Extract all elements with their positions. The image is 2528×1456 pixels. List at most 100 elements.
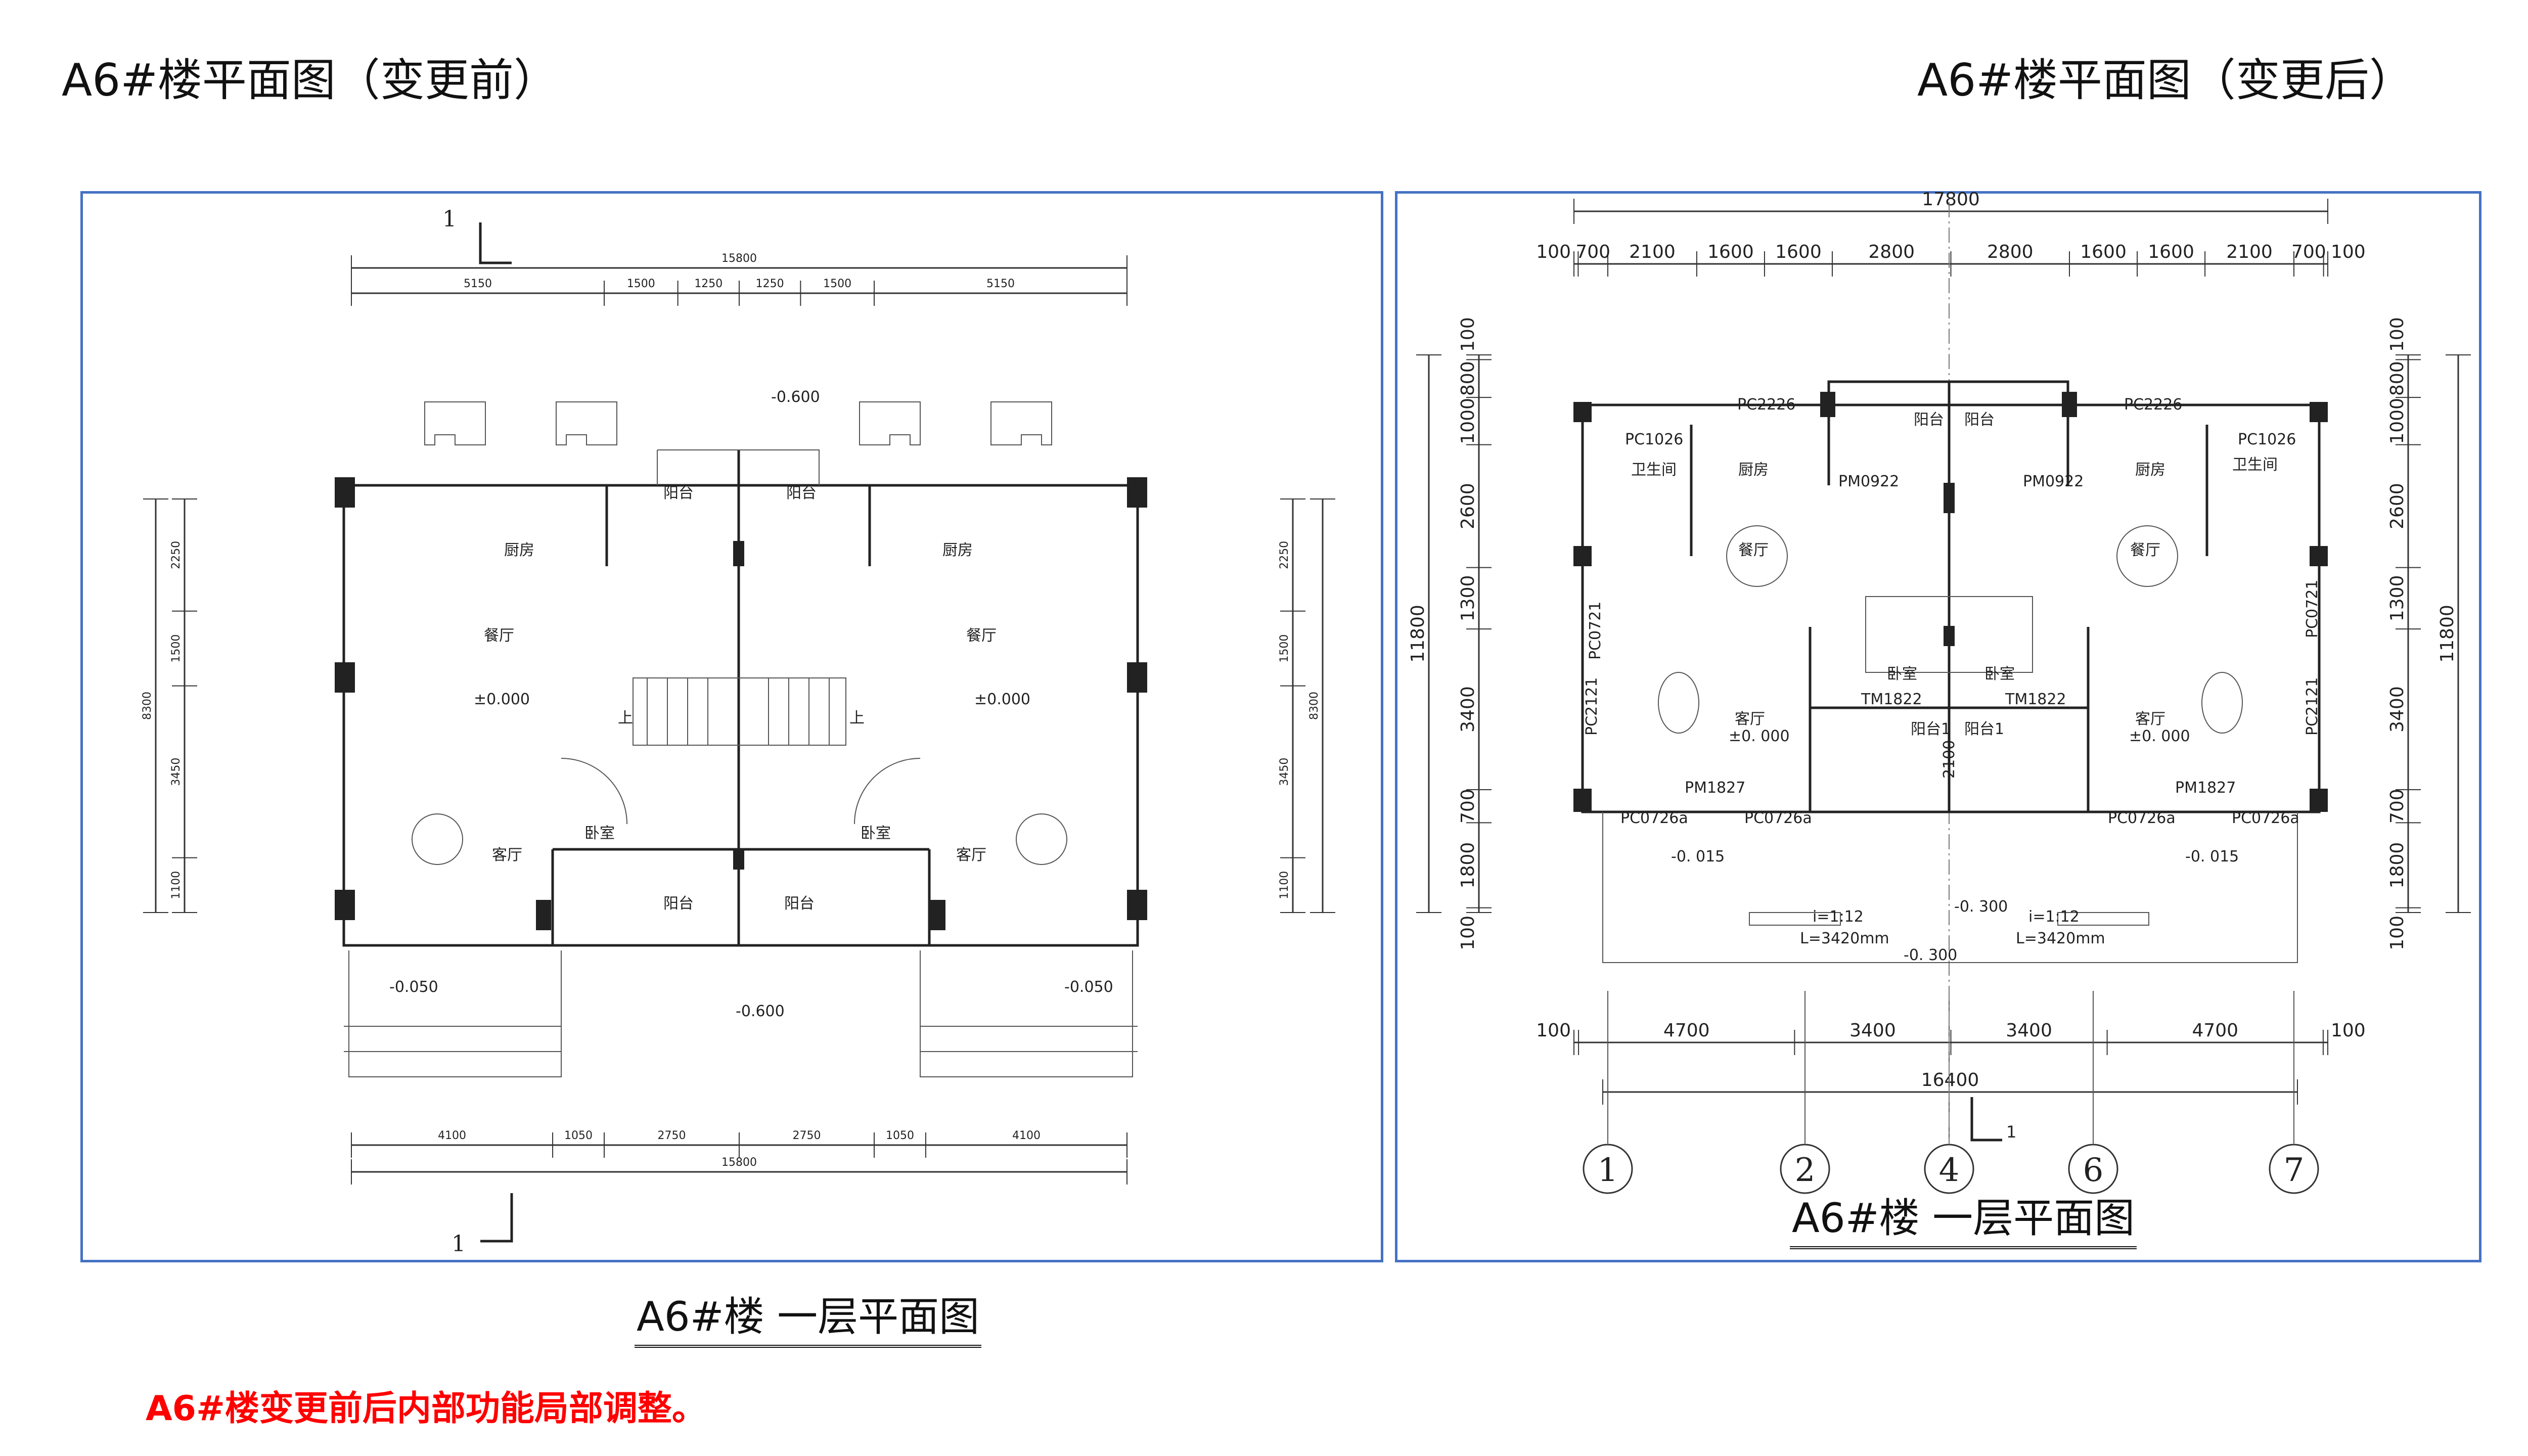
window-label: PC0721: [2304, 580, 2321, 638]
dimension-value: 1600: [2148, 242, 2194, 262]
dimension-value: 700: [1575, 242, 1610, 262]
room-balcony: 阳台: [786, 484, 817, 502]
dimension-value: 1800: [1458, 842, 1478, 889]
walls-before: [335, 401, 1147, 1077]
dimension-value: 700: [2291, 242, 2326, 262]
dimension-value: 1100: [1278, 871, 1291, 899]
door-label: PM0922: [1838, 473, 1899, 490]
ramp-slope: i=1:12: [1813, 908, 1864, 926]
caption-after: A6#楼 一层平面图: [1790, 1186, 2137, 1249]
window-label: PC2121: [1583, 677, 1601, 736]
window-label: PC2121: [2304, 677, 2321, 736]
dimension-value: 11800: [1408, 605, 1428, 663]
section-mark: [1970, 1097, 2002, 1142]
window-label: PC0726a: [1744, 809, 1812, 827]
level-entry: -0.050: [1064, 978, 1113, 996]
stair-up: 上: [849, 709, 865, 727]
dim-2100: 2100: [1940, 740, 1958, 779]
axis-bubble: [2269, 1144, 2319, 1194]
dimension-value: 1250: [756, 278, 784, 290]
dimension-value: 100: [2387, 916, 2408, 950]
dimension-value: 2750: [792, 1129, 821, 1142]
section-number-bottom: 1: [452, 1231, 466, 1257]
dimension-value: 2250: [1278, 541, 1291, 569]
window-label: PC1026: [2238, 431, 2296, 448]
door-label: TM1822: [1861, 691, 1922, 708]
level-bottom: -0.600: [736, 1003, 785, 1020]
dimension-value: 3400: [1849, 1020, 1896, 1041]
room-bathroom: 卫生间: [1631, 461, 1677, 479]
axis-bubble: [1780, 1144, 1830, 1194]
dimension-value: 1600: [2080, 242, 2127, 262]
dimension-value: 5150: [986, 278, 1015, 290]
dimension-value: 3400: [2387, 686, 2408, 733]
window-label: PC0726a: [1620, 809, 1688, 827]
room-bedroom: 卧室: [1984, 665, 2015, 683]
labels-before: -0.600 -0.600 阳台 阳台 厨房 厨房 餐厅 餐厅 ±0.000 ±…: [389, 388, 1113, 1020]
frame-before: [80, 191, 1383, 1262]
dimension-value: 2800: [1868, 242, 1915, 262]
stair-up: 上: [618, 709, 633, 727]
level-entry: -0.050: [389, 978, 438, 996]
room-balcony1: 阳台1: [1964, 720, 2004, 738]
dimension-value: 2750: [658, 1129, 686, 1142]
level-zero: ±0.000: [974, 691, 1030, 708]
dimension-value: 2100: [1629, 242, 1676, 262]
labels-after: PC2226 PC2226 PC1026 PC1026 卫生间 卫生间 厨房 厨…: [1583, 396, 2321, 964]
dimension-value: 3400: [2006, 1020, 2052, 1041]
room-bathroom: 卫生间: [2232, 456, 2278, 474]
level-zero: ±0. 000: [1729, 727, 1790, 745]
room-bedroom: 卧室: [1887, 665, 1917, 683]
axis-label: 1: [1598, 1152, 1618, 1189]
axis-bubble: [1924, 1144, 1974, 1194]
ramp-slope: i=1:12: [2028, 908, 2080, 926]
room-balcony: 阳台: [1914, 411, 1944, 429]
dimension-value: 800: [1458, 361, 1478, 396]
room-balcony: 阳台: [663, 895, 694, 913]
axis-bubble: [2068, 1144, 2118, 1194]
window-label: PC0721: [1587, 602, 1604, 660]
dimension-value: 8300: [141, 692, 154, 720]
room-living: 客厅: [956, 846, 986, 864]
room-dining: 餐厅: [966, 627, 997, 645]
room-dining: 餐厅: [484, 627, 514, 645]
level-zero: ±0.000: [474, 691, 530, 708]
dimension-value: 5150: [464, 278, 492, 290]
dimension-value: 700: [1458, 789, 1478, 824]
axis-label: 6: [2083, 1152, 2104, 1189]
room-bedroom: 卧室: [584, 825, 615, 842]
dimension-value: 1500: [627, 278, 655, 290]
dimension-value: 2600: [1458, 483, 1478, 529]
door-label: TM1822: [2005, 691, 2066, 708]
dimension-value: 700: [2387, 789, 2408, 824]
room-kitchen: 厨房: [1738, 461, 1769, 479]
dimension-value: 1300: [2387, 575, 2408, 622]
door-label: PM1827: [1685, 779, 1745, 797]
window-label: PC0726a: [2232, 809, 2299, 827]
door-label: PM1827: [2175, 779, 2236, 797]
door-label: PM0922: [2023, 473, 2084, 490]
room-bedroom: 卧室: [861, 825, 891, 842]
dimension-value: 100: [1536, 1020, 1571, 1041]
dimension-value: 1500: [823, 278, 851, 290]
dimension-value: 100: [2331, 242, 2366, 262]
room-balcony: 阳台: [784, 895, 815, 913]
dimension-value: 8300: [1308, 692, 1321, 720]
dimension-value: 2600: [2387, 483, 2408, 529]
caption-before: A6#楼 一层平面图: [635, 1284, 982, 1348]
dimension-value: 1600: [1775, 242, 1822, 262]
ramp-length: L=3420mm: [2016, 930, 2105, 947]
room-dining: 餐厅: [1738, 541, 1769, 559]
axis-label: 2: [1795, 1152, 1816, 1189]
room-balcony1: 阳台1: [1911, 720, 1951, 738]
window-label: PC2226: [2124, 396, 2182, 414]
dimension-value: 4100: [1012, 1129, 1041, 1142]
dimension-value: 1800: [2387, 842, 2408, 889]
dimension-value: 1000: [2387, 398, 2408, 444]
room-living: 客厅: [1735, 710, 1765, 728]
ramp-length: L=3420mm: [1800, 930, 1889, 947]
axis-label: 4: [1939, 1152, 1960, 1189]
